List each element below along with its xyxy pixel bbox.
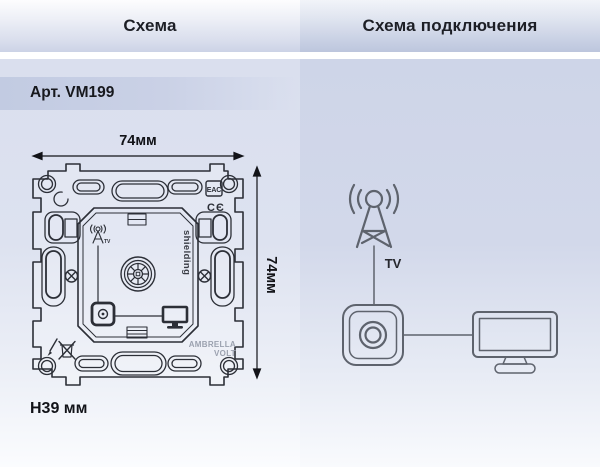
connection-column-header [300,0,600,52]
tv-line-label: TV [384,256,402,271]
connection-column-title: Схема подключения [362,16,538,35]
scheme-column-title: Схема [123,16,177,35]
dimension-height-label: 74мм [263,256,279,294]
dimension-depth-label: H39 мм [30,400,88,417]
header-content-divider [0,52,600,59]
article-label: Арт. VM199 [30,84,115,101]
scheme-column-header [0,0,300,52]
connection-panel-background [300,59,600,467]
dimension-width-label: 74мм [119,133,157,149]
article-band [0,77,300,110]
